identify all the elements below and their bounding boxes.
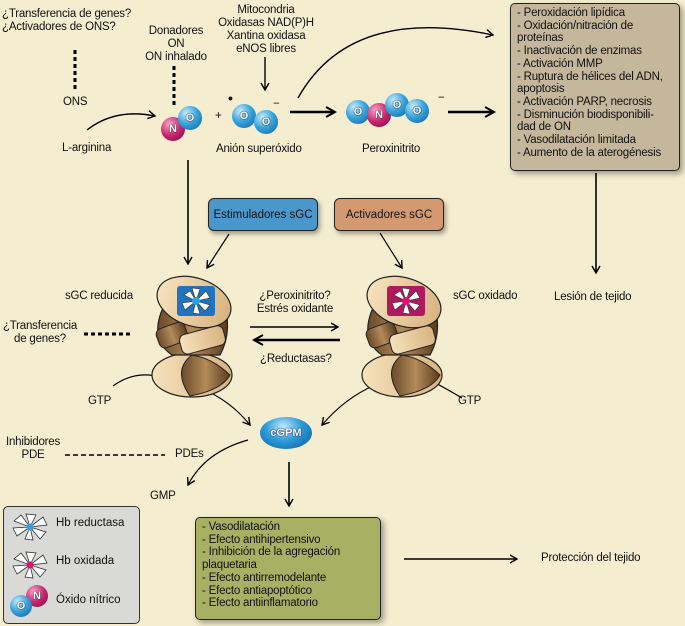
- effect-item: - Inhibición de la agregación: [202, 546, 341, 559]
- question-line-1: ¿Transferencia de genes?: [2, 8, 132, 20]
- cgmp-molecule: cGPM: [260, 417, 312, 449]
- legend: Hb reductasa Hb oxidada N O Óxido nítric…: [3, 506, 140, 624]
- oxidative-damage-box: - Peroxidación lipídica - Oxidación/nitr…: [510, 3, 680, 171]
- damage-item: - Activación MMP: [517, 57, 603, 70]
- donors-line: ON inhalado: [145, 51, 207, 63]
- nitrogen-atom: N: [26, 585, 48, 607]
- gmp-label: GMP: [150, 490, 176, 502]
- protective-effects-box: - Vasodilatación - Efecto antihipertensi…: [195, 517, 381, 620]
- arrow-to-harm-box: [297, 26, 495, 99]
- negative-charge: −: [273, 98, 280, 110]
- gene-transfer-line: ¿Transferencia: [2, 320, 78, 332]
- peroxynitrite-label: Peroxinitrito: [362, 143, 421, 155]
- pde-inhibitors-line: PDE: [21, 449, 45, 461]
- oxidation-line: Estrés oxidante: [256, 303, 334, 315]
- gene-transfer-question: ¿Transferencia de genes? ¿Activadores de…: [2, 8, 132, 34]
- arrow-stimulators-to-sgc: [206, 233, 230, 270]
- question-line-2: ¿Activadores de ONS?: [2, 21, 116, 33]
- source-line: Mitocondria: [237, 4, 295, 16]
- heme-iron-oxidized: [402, 297, 410, 305]
- source-line: Xantina oxidasa: [226, 30, 306, 42]
- superoxide-sources-label: Mitocondria Oxidasas NAD(P)H Xantina oxi…: [216, 4, 316, 56]
- oxidation-line: ¿Peroxinitrito?: [259, 290, 331, 302]
- oxygen-atom: O: [405, 99, 429, 123]
- effect-item: - Efecto antiinflamatorio: [202, 597, 318, 610]
- damage-item: apoptosis: [517, 83, 565, 96]
- damage-item: - Activación PARP, necrosis: [517, 95, 652, 108]
- radical-dot: •: [228, 90, 233, 106]
- oxidation-label: ¿Peroxinitrito? Estrés oxidante: [250, 290, 340, 316]
- donors-line: Donadores: [148, 25, 204, 37]
- damage-item: dad de ON: [517, 121, 571, 134]
- effect-item: plaquetaria: [202, 559, 257, 572]
- gene-transfer-line: de genes?: [14, 333, 66, 345]
- damage-item: - Vasodilatación limitada: [517, 134, 636, 147]
- pde-inhibitors-label: Inhibidores PDE: [2, 436, 64, 462]
- damage-item: - Oxidación/nitración de: [517, 19, 634, 32]
- sgc-activators-box: Activadores sGC: [334, 198, 444, 231]
- damage-item: - Ruptura de hélices del ADN,: [517, 70, 663, 83]
- pdes-label: PDEs: [175, 448, 204, 460]
- damage-item: - Inactivación de enzimas: [517, 45, 642, 58]
- sgc-oxidized-label: sGC oxidado: [453, 290, 518, 302]
- source-line: Oxidasas NAD(P)H: [218, 17, 314, 29]
- legend-label-reduced: Hb reductasa: [56, 517, 125, 529]
- effect-item: - Vasodilatación: [202, 521, 280, 533]
- plus-sign: +: [215, 110, 222, 122]
- arrow-activators-to-sgc-oxidized: [379, 232, 403, 270]
- donors-line: ON: [167, 38, 185, 50]
- pde-inhibitors-line: Inhibidores: [5, 436, 61, 448]
- oxygen-atom: O: [232, 104, 256, 128]
- heme-reduced-icon: [12, 513, 48, 541]
- arrow-cgmp-to-gmp: [186, 439, 249, 487]
- gene-transfer-label: ¿Transferencia de genes?: [2, 320, 78, 346]
- effect-item: - Efecto antiapoptótico: [202, 584, 312, 597]
- superoxide-label: Anión superóxido: [216, 143, 302, 155]
- oxygen-atom: O: [254, 110, 278, 134]
- sgc-reduced-label: sGC reducida: [65, 290, 133, 302]
- heme-iron-reduced: [192, 297, 200, 305]
- damage-item: - Disminución biodisponibili-: [517, 108, 654, 121]
- no-donors-label: Donadores ON ON inhalado: [138, 25, 214, 64]
- legend-label-nitric-oxide: Óxido nítrico: [56, 594, 121, 606]
- reduction-label: ¿Reductasas?: [260, 353, 332, 365]
- negative-charge: −: [438, 92, 445, 104]
- tissue-injury-label: Lesión de tejido: [554, 291, 632, 303]
- gtp-right-label: GTP: [458, 395, 482, 407]
- legend-label-oxidized: Hb oxidada: [56, 555, 115, 567]
- effect-item: - Efecto antihipertensivo: [202, 533, 321, 546]
- sgc-reduced-enzyme: [151, 275, 233, 398]
- ons-label: ONS: [63, 96, 88, 108]
- damage-item: - Aumento de la aterogénesis: [517, 146, 661, 159]
- source-line: eNOS libres: [236, 43, 296, 55]
- effect-item: - Efecto antirremodelante: [202, 571, 327, 584]
- damage-item: - Peroxidación lipídica: [517, 7, 625, 19]
- arrow-larginine-to-no: [86, 110, 157, 131]
- sgc-oxidized-enzyme: [361, 275, 443, 398]
- oxygen-atom: O: [178, 106, 202, 130]
- tissue-protection-label: Protección del tejido: [541, 552, 641, 564]
- gtp-left-label: GTP: [88, 395, 112, 407]
- sgc-stimulators-box: Estimuladores sGC: [208, 198, 318, 231]
- l-arginine-label: L-arginina: [62, 142, 112, 154]
- oxygen-atom: O: [346, 100, 370, 124]
- heme-oxidized-icon: [12, 551, 48, 579]
- oxygen-atom: O: [10, 595, 32, 617]
- damage-item: proteínas: [517, 32, 564, 45]
